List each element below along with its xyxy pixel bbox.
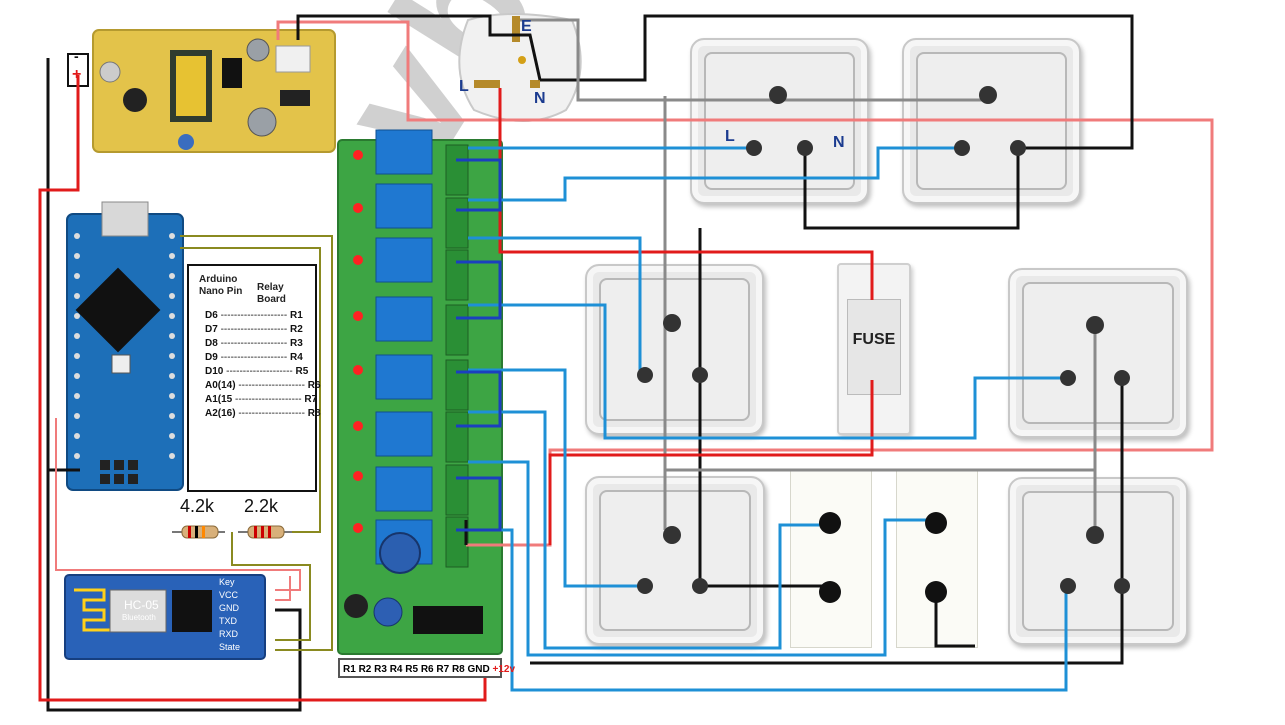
pin-map-row: A1(15 -------------------- R7 xyxy=(205,394,317,405)
switch-terminals xyxy=(819,512,947,603)
table-header-arduino: Arduino xyxy=(199,274,238,285)
pin-map-row: D7 -------------------- R2 xyxy=(205,324,303,335)
relay-board-pin-label: R4 xyxy=(389,664,406,675)
plug-earth-label: E xyxy=(521,18,532,35)
pin-map-connector: -------------------- xyxy=(232,394,305,405)
fuse-label: FUSE xyxy=(852,331,896,348)
pin-map-row: D8 -------------------- R3 xyxy=(205,338,303,349)
pin-mapping-table: Arduino Nano Pin Relay Board D6 --------… xyxy=(187,264,321,492)
fuse-holder: FUSE xyxy=(837,263,911,435)
pin-map-relay: R2 xyxy=(289,324,303,335)
pin-map-arduino-pin: A0(14) xyxy=(205,380,236,391)
relay-board-pin-label: GND xyxy=(467,664,493,675)
pin-map-row: A0(14) -------------------- R6 xyxy=(205,380,321,391)
socket-terminals xyxy=(637,86,1130,594)
pin-map-arduino-pin: D10 xyxy=(205,366,224,377)
socket-mid-right xyxy=(1008,268,1188,438)
relay-board-pin-label: R8 xyxy=(451,664,468,675)
table-header-nano-pin: Nano Pin xyxy=(199,286,243,297)
switch-1 xyxy=(790,470,872,648)
pin-map-connector: -------------------- xyxy=(235,408,308,419)
relay-board-pin-label: R3 xyxy=(374,664,390,675)
neutral-wires xyxy=(46,14,1134,712)
hc05-module xyxy=(64,574,266,660)
power-plus-label: + xyxy=(72,66,82,83)
pin-map-connector: -------------------- xyxy=(235,380,308,391)
resistor-4-2k-label: 4.2k xyxy=(180,496,215,516)
relay-board-pin-label: R2 xyxy=(358,664,375,675)
pin-map-relay: R7 xyxy=(304,394,318,405)
switch-wires xyxy=(468,146,1068,692)
socket-mid-left xyxy=(585,264,764,435)
pin-map-arduino-pin: D9 xyxy=(205,352,218,363)
plug-live-label: L xyxy=(459,78,469,95)
socket-neutral-label: N xyxy=(833,134,845,151)
earth-wires xyxy=(520,18,1097,535)
pin-map-relay: R5 xyxy=(295,366,309,377)
plug-neutral-label: N xyxy=(534,90,546,107)
relay-jumpers xyxy=(456,158,502,532)
resistor-2-2k xyxy=(238,525,292,539)
hc05-subtitle-label: Bluetooth xyxy=(122,613,156,622)
relay-board-pin-label: R5 xyxy=(405,664,421,675)
pin-map-connector: -------------------- xyxy=(217,352,290,363)
pin-map-arduino-pin: A2(16) xyxy=(205,408,236,419)
bt-power-lines xyxy=(55,418,301,601)
pin-map-relay: R1 xyxy=(289,310,303,321)
socket-live-label: L xyxy=(725,128,735,145)
pin-map-arduino-pin: A1(15 xyxy=(205,394,233,405)
socket-bottom-right xyxy=(1008,477,1188,645)
relay-board-pin-label: R1 xyxy=(343,664,359,675)
hc05-pin-gnd: GND xyxy=(219,603,239,613)
power-minus-label: - xyxy=(74,48,79,64)
hc05-pin-labels: Key VCC GND TXD RXD State xyxy=(219,577,263,655)
pin-map-connector: -------------------- xyxy=(217,310,290,321)
pin-map-arduino-pin: D6 xyxy=(205,310,218,321)
resistor-4-2k xyxy=(172,525,225,539)
resistor-2-2k-label: 2.2k xyxy=(244,496,279,516)
mains-plug xyxy=(458,13,582,122)
pin-map-row: D9 -------------------- R4 xyxy=(205,352,303,363)
pin-map-connector: -------------------- xyxy=(217,324,290,335)
socket-bottom-left xyxy=(585,476,765,645)
pin-map-row: A2(16) -------------------- R8 xyxy=(205,408,321,419)
relay-board-pin-label: R6 xyxy=(420,664,437,675)
relay-board-pin-row: R1 R2 R3 R4 R5 R6 R7 R8 GND +12v xyxy=(338,658,515,678)
pin-map-row: D6 -------------------- R1 xyxy=(205,310,303,321)
pin-map-relay: R3 xyxy=(289,338,303,349)
relay-board-pin-label: +12v xyxy=(492,664,516,675)
hc05-model-label: HC-05 xyxy=(124,598,159,612)
hc05-pin-state: State xyxy=(219,642,241,652)
pin-map-row: D10 -------------------- R5 xyxy=(205,366,308,377)
pin-map-relay: R6 xyxy=(307,380,321,391)
pin-map-relay: R8 xyxy=(307,408,321,419)
table-header-relay-board: Relay Board xyxy=(257,282,286,305)
pin-map-connector: -------------------- xyxy=(223,366,296,377)
hc05-pin-vcc: VCC xyxy=(219,590,239,600)
pin-map-relay: R4 xyxy=(289,352,303,363)
signal-lines xyxy=(180,235,333,651)
relay-board-pin-label: R7 xyxy=(436,664,452,675)
hc05-pin-rxd: RXD xyxy=(219,629,239,639)
arduino-nano xyxy=(66,201,184,491)
pin-map-arduino-pin: D7 xyxy=(205,324,218,335)
hc05-pin-key: Key xyxy=(219,577,235,587)
pin-map-connector: -------------------- xyxy=(217,338,290,349)
hc05-pin-txd: TXD xyxy=(219,616,237,626)
power-supply-module xyxy=(92,29,336,153)
pin-map-arduino-pin: D8 xyxy=(205,338,218,349)
